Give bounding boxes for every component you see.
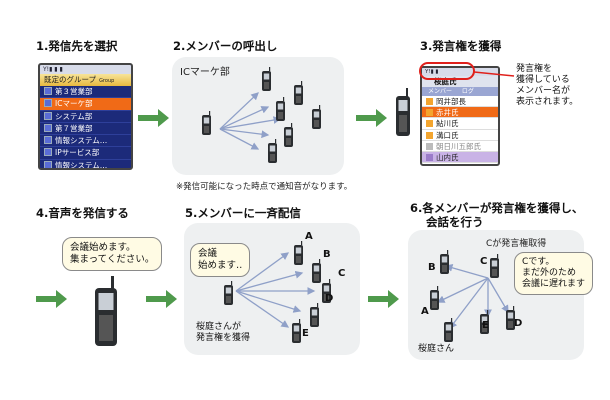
member-label-d: D [325, 293, 334, 304]
group-row-selected[interactable]: ICマーケ部 [40, 98, 131, 111]
tab-log[interactable]: ログ [461, 88, 474, 95]
member-label-d: D [514, 318, 523, 329]
flow-arrow-icon [138, 109, 169, 127]
person-icon [426, 120, 433, 128]
group-row[interactable]: 第３営業部 [40, 86, 131, 99]
flow-arrow-icon [146, 290, 177, 308]
step-4-title: 4.音声を発信する [36, 206, 129, 220]
group-row[interactable]: IPサービス部 [40, 147, 131, 160]
member-label-a: A [305, 231, 313, 242]
caller-phone-icon [202, 111, 211, 135]
step-3-title: 3.発言権を獲得 [420, 39, 502, 53]
member-label-b: B [323, 249, 331, 260]
conversation-diagram [430, 250, 515, 342]
member-phone-icon [294, 81, 303, 105]
handset-phone-icon [396, 88, 410, 136]
member-phone-icon [312, 259, 321, 283]
highlight-ring [419, 62, 475, 80]
group-icon [44, 99, 52, 108]
person-icon [426, 153, 433, 161]
step-5-title: 5.メンバーに一斉配信 [185, 206, 301, 220]
group-row[interactable]: 情報システム… [40, 135, 131, 148]
member-row[interactable]: 山内氏 [422, 151, 498, 164]
member-phone-icon [430, 286, 439, 310]
phone-screen-member-list: Y!▮ ▮ 桜庭氏 メンバー ログ 岡井部長 赤井氏 鮎川氏 溝口氏 朝日川五郎… [420, 66, 500, 166]
member-phone-icon [268, 139, 277, 163]
person-icon [426, 109, 433, 117]
member-label-c: C [338, 268, 346, 279]
member-phone-icon [292, 319, 301, 343]
group-icon [44, 111, 52, 120]
speaker-caption-c: Cが発言権取得 [486, 239, 547, 249]
speech-bubble: 会議始めます。 集まってください。 [62, 237, 163, 271]
member-row-offline[interactable]: 朝日川五郎氏 [422, 141, 498, 152]
status-bar: Y!▮ ▮ [422, 68, 498, 76]
group-icon [44, 160, 52, 168]
member-row-highlighted[interactable]: 赤井氏 [422, 107, 498, 119]
broadcast-diagram [224, 241, 331, 343]
flow-arrow-icon [356, 109, 387, 127]
person-icon [426, 98, 433, 105]
speaker-name: 桜庭氏 [422, 76, 498, 87]
group-row[interactable]: システム部 [40, 111, 131, 123]
flow-arrow-icon [368, 290, 399, 308]
group-label: ICマーケ部 [180, 67, 230, 78]
speaker-callout: 発言権を 獲得している メンバー名が 表示されます。 [516, 64, 579, 107]
member-phone-icon [440, 250, 449, 274]
group-icon [44, 148, 52, 157]
member-phone-icon [444, 318, 453, 342]
group-icon [44, 136, 52, 145]
flow-arrow-icon [36, 290, 67, 308]
speaker-caption: 桜庭さんが 発言権を獲得 [196, 322, 251, 343]
group-icon [44, 123, 52, 132]
step-2-title: 2.メンバーの呼出し [173, 39, 278, 53]
member-label-e: E [302, 328, 309, 339]
member-phone-icon [284, 123, 293, 147]
group-row[interactable]: 第７営業部 [40, 123, 131, 136]
step-6-subtitle: 会話を行う [426, 215, 484, 229]
speaker-phone-icon [490, 254, 499, 278]
sakuraba-label: 桜庭さん [418, 344, 455, 354]
member-phone-icon [294, 241, 303, 265]
step-6-title: 6.各メンバーが発言権を獲得し、 [410, 201, 584, 215]
member-row[interactable]: 溝口氏 [422, 130, 498, 141]
notification-note: ※発信可能になった時点で通知音がなります。 [176, 182, 353, 192]
group-icon [44, 87, 52, 95]
member-phone-icon [262, 67, 271, 91]
mobile-phone-icon [95, 276, 117, 346]
member-phone-icon [312, 105, 321, 129]
speech-bubble: 会議 始めます‥ [190, 243, 251, 277]
member-row[interactable]: 岡井部長 [422, 96, 498, 108]
callout-pointer [474, 71, 515, 77]
step-1-title: 1.発信先を選択 [36, 39, 118, 53]
member-phone-icon [310, 303, 319, 327]
status-bar: Y!▮ ▮ ▮ [40, 65, 131, 74]
person-icon [426, 131, 433, 139]
member-tabs: メンバー ログ [422, 87, 498, 96]
member-label-b: B [428, 262, 436, 273]
group-row[interactable]: 情報システム… [40, 160, 131, 168]
person-icon [426, 142, 433, 150]
member-label-c: C [480, 256, 488, 267]
tab-members[interactable]: メンバー [428, 88, 453, 95]
member-phone-icon [276, 97, 285, 121]
caller-phone-icon [224, 281, 233, 305]
member-label-a: A [421, 306, 429, 317]
member-row[interactable]: 鮎川氏 [422, 118, 498, 130]
member-label-e: E [482, 320, 489, 331]
call-diagram [202, 67, 321, 163]
speech-bubble: Cです。 まだ外のため 会議に遅れます [514, 252, 594, 295]
